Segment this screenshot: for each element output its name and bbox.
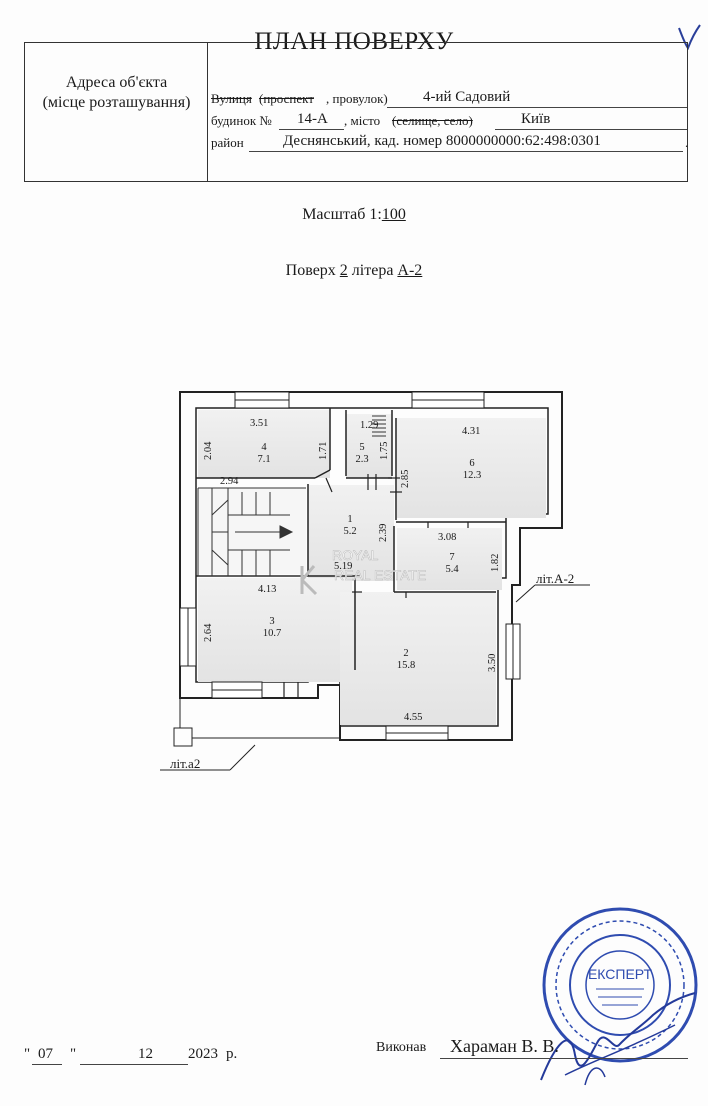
- city-underline: [495, 129, 687, 130]
- room-number: 1: [347, 514, 352, 525]
- dim-label: 1.71: [318, 442, 329, 460]
- room-area: 7.1: [257, 454, 270, 465]
- windows: [179, 391, 521, 741]
- room-area: 2.3: [355, 454, 368, 465]
- corner-checkmark: [678, 24, 701, 51]
- page-title: ПЛАН ПОВЕРХУ: [254, 28, 454, 55]
- door-marks: [283, 474, 469, 698]
- room-number: 3: [269, 616, 274, 627]
- scale-line: Масштаб 1:100: [302, 206, 406, 223]
- lit-a2-upper-label: літ.А-2: [536, 571, 574, 586]
- handwritten-signature: [540, 992, 696, 1086]
- room-number: 4: [261, 442, 267, 453]
- dim-label: 5.19: [334, 561, 352, 572]
- room-area: 5.4: [445, 564, 459, 575]
- floor-plan: 3.51 2.04 1.71 1.29 1.75 4.31 2.94 2.85 …: [160, 391, 590, 771]
- district-row: район Деснянський, кад. номер 8000000000…: [211, 133, 689, 150]
- date-year: 2023: [188, 1046, 218, 1062]
- house-row: будинок № 14-А , місто (селище, село) Ки…: [211, 111, 551, 128]
- date-month: 12: [138, 1046, 153, 1062]
- dim-label: 3.08: [438, 532, 456, 543]
- expert-stamp: ЕКСПЕРТ: [542, 907, 698, 1063]
- litera-labels: літ.А-2 літ.а2: [160, 571, 590, 771]
- watermark-line1: ROYAL: [332, 547, 379, 563]
- dim-label: 4.13: [258, 584, 276, 595]
- radiator: [372, 415, 386, 437]
- room-area: 12.3: [463, 470, 481, 481]
- month-underline: [80, 1064, 188, 1065]
- dimension-labels: 3.51 2.04 1.71 1.29 1.75 4.31 2.94 2.85 …: [203, 418, 501, 723]
- staircase: [197, 487, 306, 577]
- signer-underline: [440, 1058, 688, 1059]
- dim-label: 2.39: [378, 524, 389, 542]
- city-value: Київ: [521, 111, 551, 127]
- dim-label: 1.75: [379, 442, 390, 460]
- room-number: 5: [359, 442, 364, 453]
- dim-label: 4.31: [462, 426, 480, 437]
- district-value: Деснянський, кад. номер 8000000000:62:49…: [283, 133, 601, 149]
- floor-line: Поверх 2 літера А-2: [285, 262, 423, 279]
- watermark-line2: REAL ESTATE: [334, 567, 426, 583]
- house-value: 14-А: [297, 111, 328, 127]
- room-numbers: 4 7.1 5 2.3 6 12.3 1 5.2 7 5.4 3 10.7 2 …: [257, 442, 481, 671]
- dim-label: 2.04: [203, 441, 214, 460]
- room-area: 15.8: [397, 660, 415, 671]
- house-underline: [279, 129, 344, 130]
- district-underline: [249, 151, 683, 152]
- watermark: ROYAL REAL ESTATE: [300, 547, 427, 596]
- dim-label: 3.51: [250, 418, 268, 429]
- dim-label: 2.64: [203, 623, 214, 642]
- room-number: 2: [403, 648, 408, 659]
- street-row: Вулиця (проспект , провулок) 4-ий Садови…: [211, 89, 511, 106]
- street-value: 4-ий Садовий: [423, 89, 511, 105]
- room-area: 5.2: [343, 526, 356, 537]
- room-fills: [198, 410, 546, 725]
- street-underline: [387, 107, 687, 108]
- address-table: Адреса об'єкта (місце розташування) Вули…: [24, 42, 688, 182]
- room-number: 7: [449, 552, 454, 563]
- stamp-text: ЕКСПЕРТ: [588, 966, 653, 982]
- address-label: Адреса об'єкта (місце розташування): [42, 74, 191, 111]
- dim-label: 2.85: [400, 470, 411, 488]
- signed-by-label: Виконав: [376, 1040, 427, 1055]
- address-label-cell: Адреса об'єкта (місце розташування): [25, 43, 208, 181]
- day-underline: [32, 1064, 62, 1065]
- date-day: 07: [38, 1046, 53, 1062]
- room-area: 10.7: [263, 628, 281, 639]
- signer-name: Хараман В. В.: [450, 1036, 559, 1056]
- dim-label: 3.50: [487, 654, 498, 672]
- dim-label: 2.94: [220, 476, 239, 487]
- dim-label: 1.29: [360, 420, 378, 431]
- dim-label: 1.82: [490, 554, 501, 572]
- lit-a2-lower-label: літ.а2: [170, 756, 200, 771]
- dim-label: 4.55: [404, 712, 422, 723]
- address-value-cell: Вулиця (проспект , провулок) 4-ий Садови…: [209, 43, 689, 181]
- room-number: 6: [469, 458, 474, 469]
